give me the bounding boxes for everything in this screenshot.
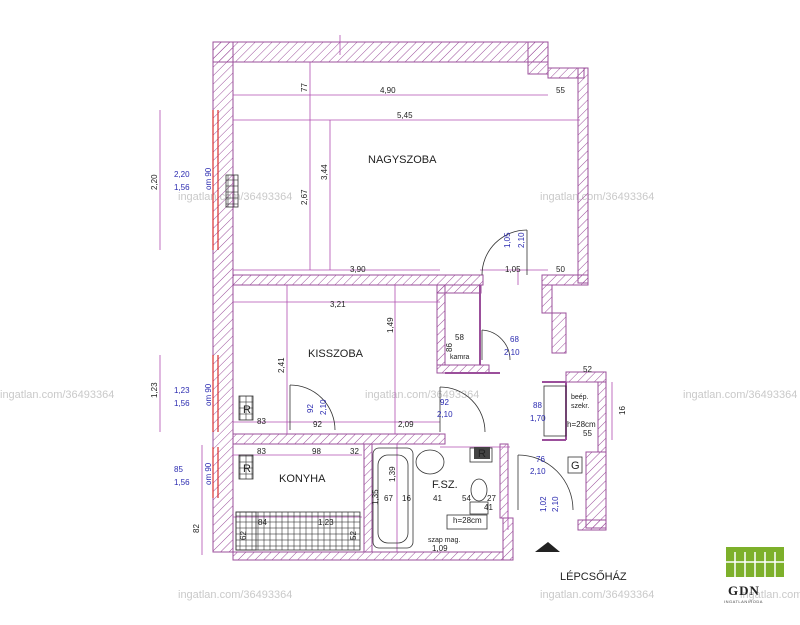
dim-text: 55 [583,429,592,438]
watermark: ingatlan.com/36493364 [683,389,797,401]
dimension-texts: 4,90 55 5,45 77 3,44 2,67 3,90 1,05 50 2… [150,83,627,553]
dim-text: 5,45 [397,111,413,120]
dim-text: 41 [484,503,493,512]
label-szekr: szekr. [571,403,589,410]
dim-text: 2,20 [174,170,190,179]
dim-text: 1,23 [150,382,159,398]
kitchen-counters [235,511,361,551]
dim-text: 27 [487,494,496,503]
room-label-kamra: kamra [450,354,470,361]
dimension-texts-blue: 1,05 2,10 2,20 1,56 om 90 68 2,10 92 2,1… [174,167,560,512]
dim-text: om 90 [204,383,213,406]
dim-text: 83 [257,447,266,456]
logo-subtext: INGATLANIRODA [724,599,763,604]
dim-text: om 90 [204,167,213,190]
dim-text: 62 [239,531,248,540]
dim-text: h=28cm [453,516,482,525]
watermark: ingatlan.com/36493364 [178,589,292,601]
gdn-logo: GDN INGATLANIRODA [724,547,784,604]
dim-text: 1,70 [530,414,546,423]
dim-text: 67 [384,494,393,503]
doors [289,229,574,511]
room-label-nagyszoba: NAGYSZOBA [368,154,437,166]
dim-text: 55 [556,86,565,95]
dim-text: 85 [174,465,183,474]
dim-text: 1,35 [371,489,380,505]
dim-text: 1,05 [505,265,521,274]
dim-text: 98 [312,447,321,456]
dim-text: 2,10 [517,232,526,248]
dim-text: 1,39 [388,466,397,482]
room-label-lepcsohaz: LÉPCSŐHÁZ [560,569,627,583]
watermark: ingatlan.com/36493364 [740,589,800,601]
dim-text: szap mag. [428,537,460,544]
dim-text: 41 [433,494,442,503]
dim-text: 86 [445,343,454,352]
entrance-arrow-icon [535,542,560,552]
dim-text: 1,56 [174,399,190,408]
dim-text: 3,90 [350,265,366,274]
windows [212,110,219,498]
dim-text: 77 [300,83,309,92]
dim-text: 2,41 [277,357,286,373]
dim-text: 1,23 [174,386,190,395]
dim-text: 1,23 [318,518,334,527]
room-label-fsz: F.SZ. [432,479,458,491]
dim-text: 1,56 [174,478,190,487]
radiators: R R R G [225,174,583,480]
dim-text: 1,09 [432,544,448,553]
dim-text: 68 [510,335,519,344]
label-beep: beép. [571,394,589,401]
watermark: ingatlan.com/36493364 [540,589,654,601]
dim-text: 52 [583,365,592,374]
dim-text: 76 [536,455,545,464]
dim-text: 82 [192,524,201,533]
dim-text: 58 [455,333,464,342]
dim-text: 50 [556,265,565,274]
dim-text: 2,10 [504,348,520,357]
dim-text: 2,67 [300,189,309,205]
logo-text: GDN [728,583,760,598]
dim-text: 88 [533,401,542,410]
room-label-konyha: KONYHA [279,473,326,485]
dim-text: 2,10 [437,410,453,419]
watermark: ingatlan.com/36493364 [540,191,654,203]
dim-text: 54 [462,494,471,503]
dim-text: 3,44 [320,164,329,180]
dim-text: 92 [440,398,449,407]
walls [212,41,607,561]
dim-text: 16 [402,494,411,503]
dim-text: 84 [258,518,267,527]
dim-text: 2,09 [398,420,414,429]
dim-text: om 90 [204,462,213,485]
dim-text: 2,10 [551,496,560,512]
dim-text: 2,10 [530,467,546,476]
watermarks: ingatlan.com/36493364 ingatlan.com/36493… [0,191,800,601]
dim-text: 1,56 [174,183,190,192]
watermark: ingatlan.com/36493364 [365,389,479,401]
dim-text: 92 [306,404,315,413]
room-label-kisszoba: KISSZOBA [308,348,364,360]
dim-text: 52 [349,531,358,540]
dim-text: 32 [350,447,359,456]
dim-text: 1,49 [386,317,395,333]
radiator-label: R [243,404,251,416]
radiator-label: R [478,448,486,460]
dimension-lines [159,35,613,555]
dim-text: 83 [257,417,266,426]
dim-text: 1,02 [539,496,548,512]
dim-text: 92 [313,420,322,429]
radiator-label: R [243,463,251,475]
dim-text: 1,05 [503,232,512,248]
dim-text: 2,10 [319,399,328,415]
dim-text: 4,90 [380,86,396,95]
dim-text: h=28cm [567,420,596,429]
gas-meter-label: G [571,460,580,472]
bathroom-fixtures [372,447,493,549]
dim-text: 16 [618,406,627,415]
dim-text: 3,21 [330,300,346,309]
watermark: ingatlan.com/36493364 [0,389,114,401]
dim-text: 2,20 [150,174,159,190]
